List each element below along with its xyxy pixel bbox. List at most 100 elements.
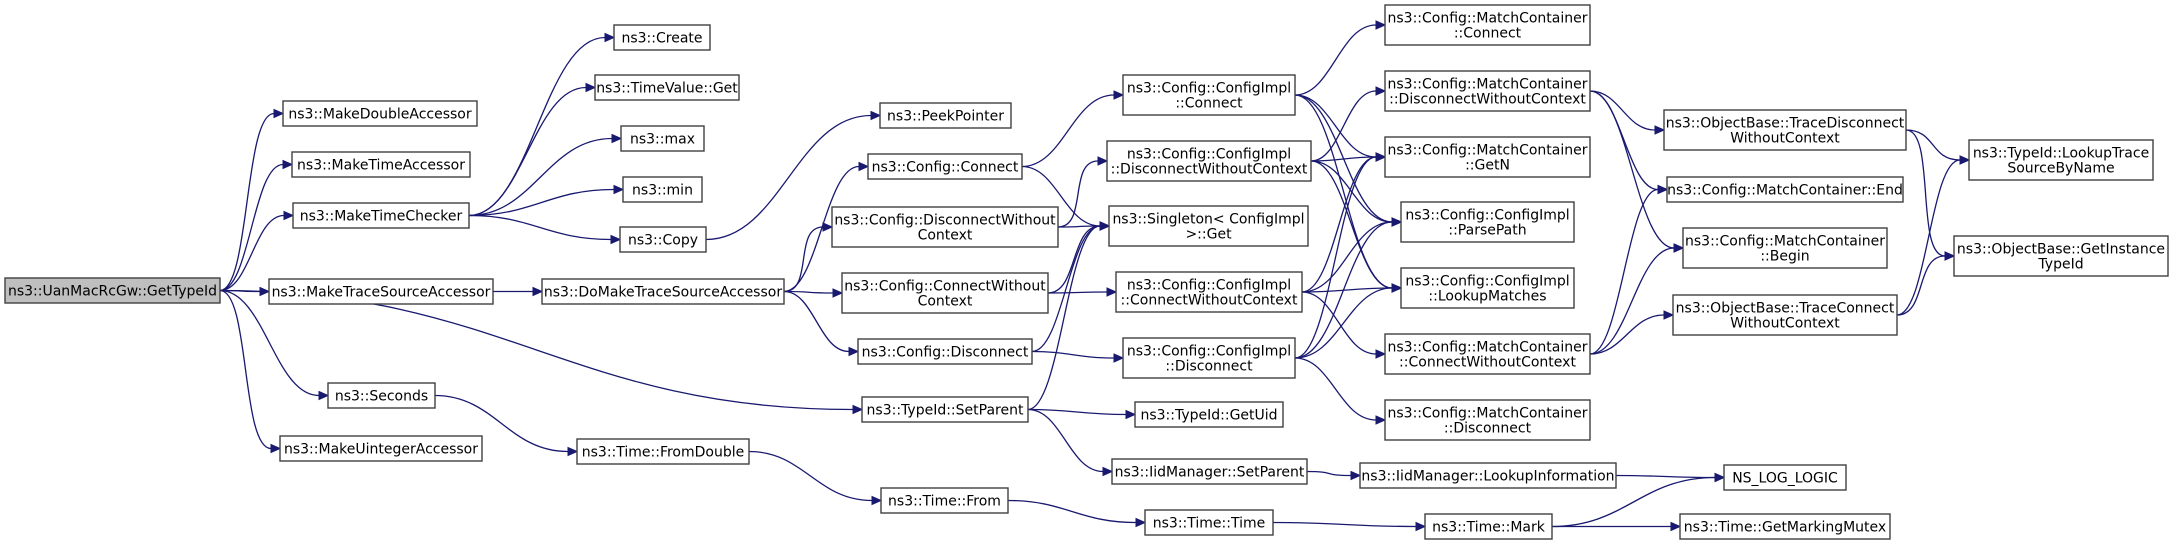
node-ns3-iidmanager-lookupinformation[interactable]: ns3::IidManager::LookupInformation [1359,462,1617,489]
node-label: ::DisconnectWithoutContext [1111,162,1308,178]
node-box [292,202,470,229]
node-ns3-makeuintegeraccessor[interactable]: ns3::MakeUintegerAccessor [279,435,483,462]
arrowhead-icon [852,404,864,415]
node-ns3-config-configimpl-parsepath[interactable]: ns3::Config::ConfigImpl::ParsePath [1400,201,1575,243]
edge-line [1027,408,1127,416]
arrowhead-icon [567,446,579,457]
edge-n24-to-n34 [1301,291,1387,359]
node-ns3-seconds[interactable]: ns3::Seconds [327,382,436,409]
node-ns3-domaketracesourceaccessor[interactable]: ns3::DoMakeTraceSourceAccessor [541,278,785,305]
node-ns3-typeid-getuid[interactable]: ns3::TypeId::GetUid [1134,401,1284,428]
node-ns3-time-time[interactable]: ns3::Time::Time [1144,509,1274,536]
edge-line [219,289,320,397]
node-ns3-config-configimpl-connect[interactable]: ns3::Config::ConfigImpl::Connect [1122,74,1296,116]
node-box [1144,509,1274,536]
arrowhead-icon [1673,243,1685,253]
node-box [279,435,483,462]
node-ns3-time-mark[interactable]: ns3::Time::Mark [1424,513,1553,540]
node-ns3-config-configimpl-connectwithoutcontext[interactable]: ns3::Config::ConfigImpl::ConnectWithoutC… [1115,271,1303,313]
node-ns3-copy[interactable]: ns3::Copy [619,226,707,253]
edge-line [1589,188,1659,355]
node-label: ns3::Time::From [888,494,1001,510]
node-ns3-config-disconnect[interactable]: ns3::Config::Disconnect [857,338,1033,365]
node-ns3-objectbase-traceconnectwithoutcontext[interactable]: ns3::ObjectBase::TraceConnectWithoutCont… [1672,294,1898,336]
node-box [1111,458,1308,485]
node-ns3-maketimeaccessor[interactable]: ns3::MakeTimeAccessor [291,151,471,178]
edge-line [1007,499,1137,524]
edge-line [1306,470,1352,477]
node-label: ns3::max [630,132,695,148]
node-ns3-config-connect[interactable]: ns3::Config::Connect [867,153,1023,180]
node-ns3-singleton-configimpl-get[interactable]: ns3::Singleton< ConfigImpl >::Get [1108,205,1309,247]
node-ns3-config-matchcontainer-disconnect[interactable]: ns3::Config::MatchContainer::Disconnect [1384,399,1591,441]
node-label: ns3::Config::MatchContainer [1388,77,1588,93]
node-ns3-objectbase-tracedisconnectwithoutcontext[interactable]: ns3::ObjectBase::TraceDisconnectWithoutC… [1663,109,1907,151]
node-ns3-config-disconnectwithoutcontext[interactable]: ns3::Config::DisconnectWithoutContext [831,206,1059,248]
edge-line [1615,474,1716,479]
node-ns3-time-getmarkingmutex[interactable]: ns3::Time::GetMarkingMutex [1679,513,1891,540]
node-box [1108,205,1309,247]
edge-line [1301,221,1393,293]
edge-line [219,214,285,292]
node-label: ns3::Config::MatchContainer [1685,234,1885,250]
node-box [268,278,494,305]
node-ns3-config-matchcontainer-end[interactable]: ns3::Config::MatchContainer::End [1666,176,1904,203]
node-ns3-config-connectwithoutcontext[interactable]: ns3::Config::ConnectWithoutContext [841,272,1049,314]
node-label: ns3::Config::MatchContainer [1388,340,1588,356]
edge-n3-to-n10 [468,184,625,217]
edge-n3-to-n9 [468,133,623,217]
node-ns3-config-matchcontainer-disconnectwithoutcontext[interactable]: ns3::Config::MatchContainer::DisconnectW… [1384,70,1591,112]
edge-line [783,290,850,353]
node-ns3-create[interactable]: ns3::Create [613,24,711,51]
arrowhead-icon [1663,310,1675,320]
edge-line [705,114,872,241]
node-ns3-min[interactable]: ns3::min [622,176,703,203]
node-label: ::DisconnectWithoutContext [1389,92,1586,108]
node-ns3-config-configimpl-disconnect[interactable]: ns3::Config::ConfigImpl::Disconnect [1122,337,1296,379]
node-ns3-config-matchcontainer-begin[interactable]: ns3::Config::MatchContainer::Begin [1682,227,1888,269]
edge-line [1551,476,1716,528]
arrowhead-icon [822,222,834,232]
edge-line [783,290,834,294]
node-box [861,396,1029,423]
node-label: ns3::Seconds [335,389,428,405]
node-ns3-peekpointer[interactable]: ns3::PeekPointer [879,102,1012,129]
node-label: ::Disconnect [1165,359,1253,375]
edge-line [1021,165,1101,227]
edge-line [468,36,606,217]
node-ns3-uanmacrcgw-gettypeid[interactable]: ns3::UanMacRcGw::GetTypeId [4,277,221,304]
node-box [282,100,478,127]
node-ns3-maketimechecker[interactable]: ns3::MakeTimeChecker [292,202,470,229]
node-label: ns3::Config::ConfigImpl [1127,278,1291,294]
node-ns3-timevalue-get[interactable]: ns3::TimeValue::Get [594,74,740,101]
node-label: ns3::Config::MatchContainer [1388,406,1588,422]
node-ns3-config-matchcontainer-getn[interactable]: ns3::Config::MatchContainer::GetN [1384,136,1591,178]
arrowhead-icon [282,159,294,170]
node-ns3-time-fromdouble[interactable]: ns3::Time::FromDouble [576,438,750,465]
edge-line [1310,156,1377,162]
node-ns3-makedoubleaccessor[interactable]: ns3::MakeDoubleAccessor [282,100,478,127]
node-ns3-config-configimpl-disconnectwithoutcontext[interactable]: ns3::Config::ConfigImpl::DisconnectWitho… [1106,140,1312,182]
node-ns3-typeid-setparent[interactable]: ns3::TypeId::SetParent [861,396,1029,423]
node-label: ns3::PeekPointer [887,109,1004,125]
node-ns3-config-matchcontainer-connectwithoutcontext[interactable]: ns3::Config::MatchContainer::ConnectWith… [1384,333,1591,375]
node-label: ns3::Config::MatchContainer [1388,143,1588,159]
edge-n37-to-n42 [1551,472,1726,528]
node-label: ::Connect [1454,26,1522,42]
node-ns3-config-configimpl-lookupmatches[interactable]: ns3::Config::ConfigImpl::LookupMatches [1400,267,1575,309]
node-ns3-time-from[interactable]: ns3::Time::From [880,487,1009,514]
edge-n19-to-n23 [1027,221,1111,411]
node-ns3-config-matchcontainer-connect[interactable]: ns3::Config::MatchContainer::Connect [1384,4,1591,46]
node-ns3-max[interactable]: ns3::max [620,125,705,152]
node-label: WithoutContext [1730,316,1840,332]
node-box [541,278,785,305]
node-ns3-iidmanager-setparent[interactable]: ns3::IidManager::SetParent [1111,458,1308,485]
node-label: ns3::MakeTimeChecker [300,209,463,225]
node-ns-log-logic[interactable]: NS_LOG_LOGIC [1723,464,1847,491]
node-ns3-maketracesourceaccessor[interactable]: ns3::MakeTraceSourceAccessor [268,278,494,305]
edge-n38-to-n45 [1905,129,1956,261]
edge-line [1589,90,1659,191]
node-label: ::Begin [1760,249,1809,265]
